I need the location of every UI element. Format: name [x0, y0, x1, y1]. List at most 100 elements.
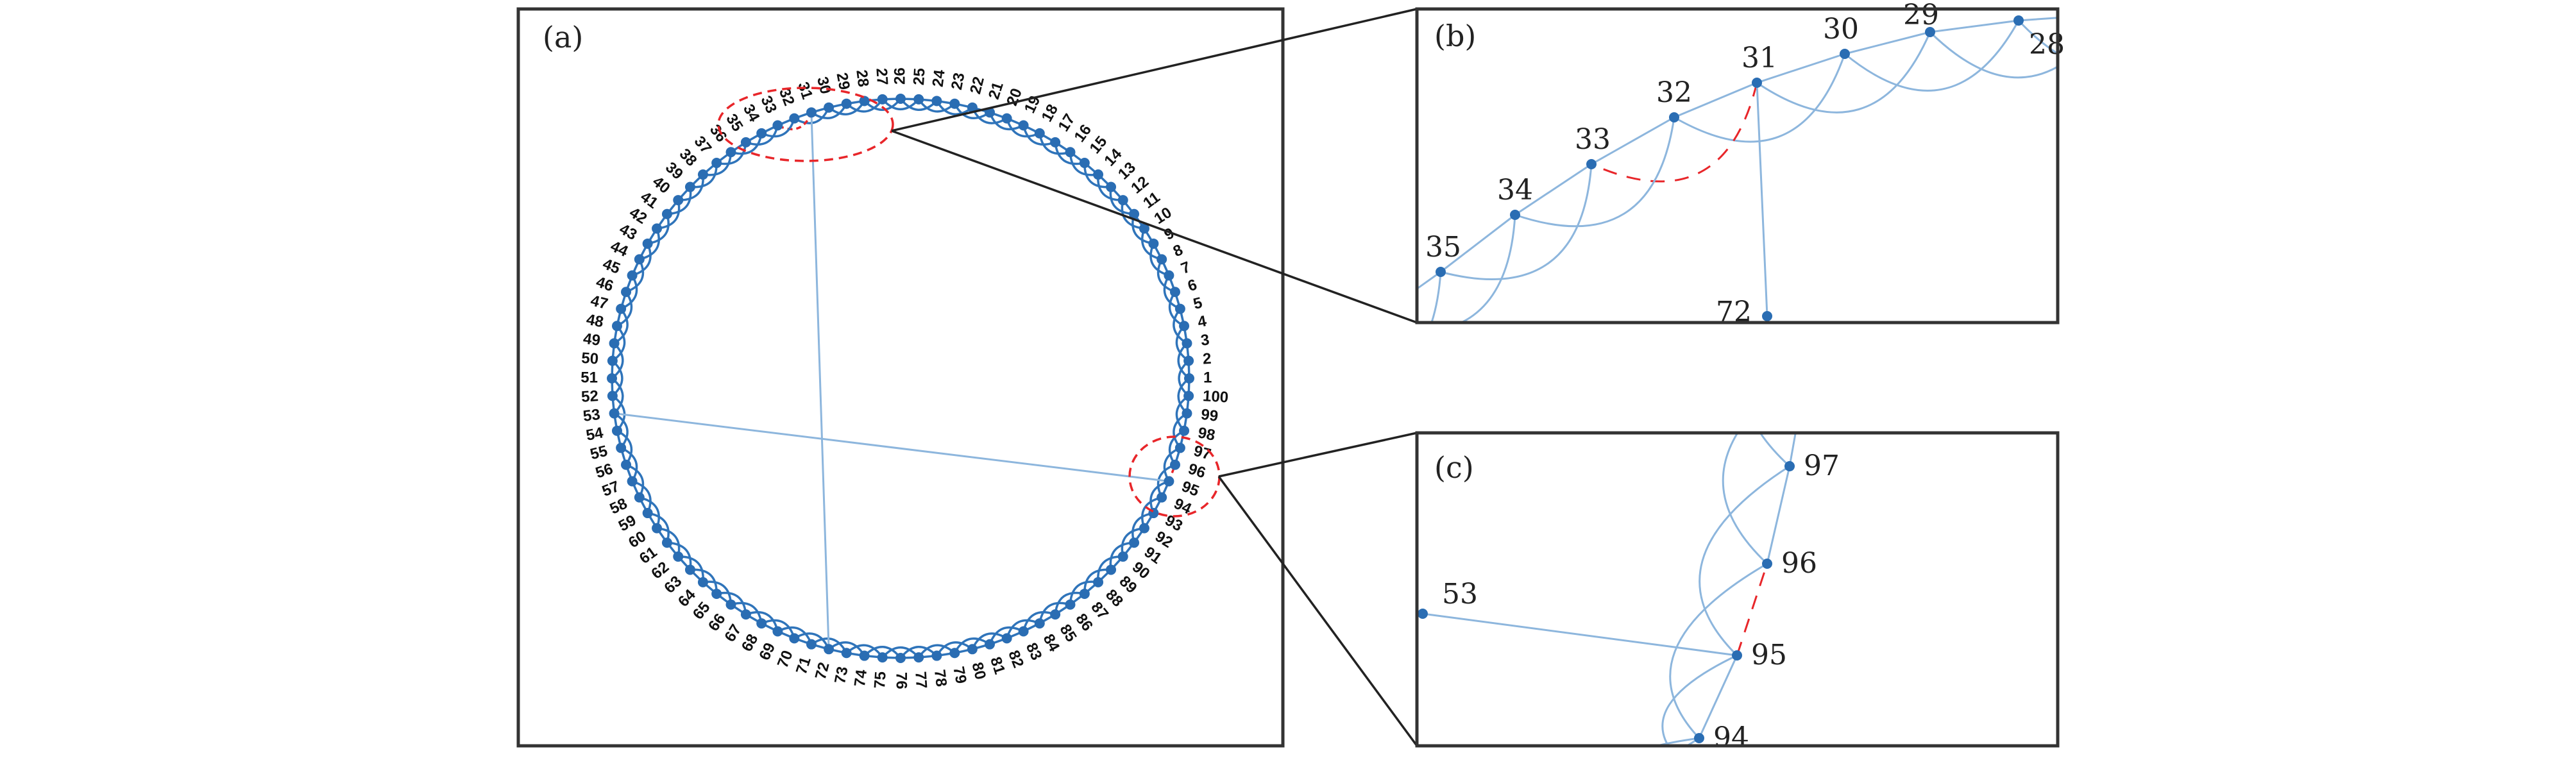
network-node: [1050, 609, 1061, 620]
network-node: [616, 303, 627, 314]
zoom-node-label: 35: [1425, 231, 1461, 264]
network-node: [684, 181, 695, 192]
network-node: [967, 102, 978, 113]
node-label: 28: [852, 69, 872, 88]
network-node: [1065, 599, 1076, 610]
ring-edges: [611, 97, 1191, 659]
ring-edge: [1929, 31, 2058, 79]
network-node: [1079, 158, 1090, 169]
network-node: [621, 287, 632, 298]
network-node: [661, 537, 672, 548]
network-node: [756, 618, 767, 629]
node-label: 52: [580, 387, 598, 406]
node-label: 29: [833, 71, 853, 91]
node-label: 54: [584, 424, 605, 444]
network-node: [1174, 303, 1185, 314]
network-node: [1179, 425, 1190, 436]
ring-edge: [1430, 271, 1442, 323]
node-label: 81: [987, 655, 1008, 677]
ring-edge: [1722, 433, 1768, 565]
network-node: [824, 644, 835, 655]
network-node: [841, 648, 852, 659]
network-node: [1183, 355, 1194, 366]
network-node: [1157, 492, 1167, 503]
ring-edge: [1669, 562, 1768, 739]
network-node: [1117, 195, 1128, 206]
ring-edge: [1808, 269, 1822, 366]
ring-edge: [1929, 19, 2019, 33]
network-node: [1018, 120, 1029, 131]
node-label: 8: [1171, 241, 1186, 260]
zoom-node: [1418, 609, 1428, 619]
ring-edge: [1766, 466, 1791, 564]
network-node: [697, 169, 708, 180]
node-label: 24: [929, 69, 949, 88]
zoom-node-label: 34: [1497, 174, 1533, 206]
zoom-node-label: 53: [1442, 578, 1478, 611]
network-node: [740, 609, 751, 620]
network-node: [1184, 373, 1194, 383]
ring-edge: [2110, 10, 2200, 14]
rewired-edge: [614, 412, 1169, 482]
network-node: [806, 107, 817, 118]
network-node: [725, 147, 736, 158]
ring-edge: [2017, 19, 2058, 55]
zoom-node-label: 97: [1804, 450, 1840, 482]
network-node: [772, 626, 783, 637]
network-node: [684, 564, 695, 575]
network-node: [1182, 338, 1192, 349]
ring-edge: [1514, 117, 1675, 228]
ring-edge: [1759, 433, 1791, 467]
connector-line: [891, 130, 1418, 324]
zoom-c-edges: [1422, 269, 1822, 746]
rewired-edge: [810, 112, 830, 650]
network-node: [611, 425, 622, 436]
network-node: [1050, 137, 1061, 147]
connector-line: [1217, 475, 1418, 747]
ring-edge: [1788, 433, 1797, 467]
network-node: [1179, 321, 1190, 332]
network-node: [1129, 208, 1140, 219]
connector-line: [891, 8, 1418, 132]
zoom-node: [1669, 112, 1679, 122]
node-label: 21: [985, 80, 1007, 101]
network-node: [607, 373, 617, 383]
panel-b-label: (b): [1434, 19, 1476, 53]
network-node: [634, 254, 645, 265]
zoom-node: [1925, 27, 1935, 37]
ring-edge: [1654, 737, 1700, 746]
node-label: 75: [871, 671, 890, 689]
ring-edge: [1440, 214, 1516, 273]
panel-a-frame: [516, 7, 1285, 748]
ring-edge: [1417, 271, 1441, 291]
network-node: [931, 650, 942, 661]
ring-edge: [1661, 654, 1738, 746]
ring-nodes: [607, 94, 1194, 663]
network-node: [1034, 128, 1045, 139]
network-node: [611, 321, 622, 332]
network-node: [877, 94, 888, 105]
node-label: 73: [831, 665, 852, 685]
node-label: 79: [949, 665, 970, 685]
zoom-node-label: 33: [1575, 123, 1611, 156]
network-node: [1169, 459, 1180, 470]
removed-edge: [1591, 82, 1758, 183]
network-node: [1164, 270, 1174, 281]
network-node: [1079, 588, 1090, 599]
network-node: [1174, 442, 1185, 453]
network-node: [1001, 113, 1012, 124]
zoom-node: [2013, 15, 2024, 26]
network-node: [756, 128, 767, 139]
ring-edge: [1756, 31, 1931, 114]
network-node: [673, 195, 684, 206]
network-node: [859, 650, 870, 661]
zoom-node-label: 28: [2029, 28, 2065, 61]
panel-c-frame: [1415, 431, 2060, 748]
node-label: 78: [931, 669, 950, 688]
network-node: [616, 442, 627, 453]
node-label: 5: [1192, 294, 1205, 313]
ring-edge: [1591, 116, 1675, 165]
network-node: [711, 158, 722, 169]
